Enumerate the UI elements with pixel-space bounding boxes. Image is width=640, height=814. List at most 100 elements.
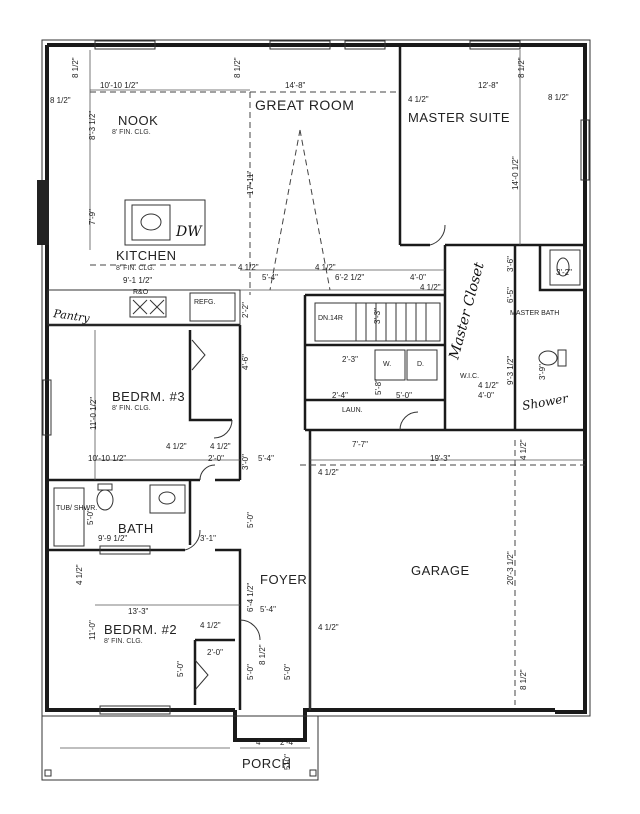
dimension-label: 8 1/2" (519, 669, 528, 690)
dimension-label: 19'-3" (430, 454, 451, 463)
dimension-label: 13'-3" (128, 607, 149, 616)
dimension-label: 4 1/2" (318, 468, 339, 477)
room-label-porch: PORCH (242, 756, 291, 771)
dimension-label: 4 1/2" (318, 623, 339, 632)
dimension-label: 5'-4" (258, 454, 274, 463)
dimension-label: 2'-0" (207, 648, 223, 657)
porch-outline (41, 716, 319, 781)
dimension-label: 12'-8" (478, 81, 499, 90)
dimension-label: 11'-0 1/2" (89, 397, 98, 430)
dishwasher-label: DW (175, 224, 203, 240)
doors (184, 224, 446, 691)
dimension-label: 3'-3" (373, 308, 382, 324)
dimension-label: 5'-0" (396, 391, 412, 400)
dimension-label: 5'-0" (283, 664, 292, 680)
dimension-label: 4 1/2" (519, 439, 528, 460)
dimension-label: 6'-5" (506, 287, 515, 303)
dimension-label: 10'-10 1/2" (88, 454, 126, 463)
room-label-master-suite: MASTER SUITE (408, 110, 510, 125)
bedroom-3-ceiling-note: 8' FIN. CLG. (112, 405, 151, 412)
stair-treads (314, 302, 441, 342)
tub-shower-label: TUB/ SHWR. (56, 505, 97, 512)
dimension-label: 6'-2 1/2" (335, 273, 364, 282)
pantry-handwritten-note: Pantry (52, 307, 92, 325)
room-label-laundry: LAUN. (342, 407, 363, 414)
dimension-label: 8 1/2" (548, 93, 569, 102)
dimension-label: 4' (256, 738, 262, 747)
dimension-label: 5'-4" (262, 273, 278, 282)
dimension-label: 2'-4" (332, 391, 348, 400)
laundry-fixtures (374, 349, 438, 381)
dimension-label: 2'-2" (241, 302, 250, 318)
dimension-label: 3'-6" (506, 256, 515, 272)
dimension-label: 5'-0" (86, 509, 95, 525)
dimension-label: 8 1/2" (517, 57, 526, 78)
dimension-label: 4 1/2" (315, 263, 336, 272)
dimension-label: 5'-0" (176, 661, 185, 677)
dimension-label: 4 1/2" (408, 95, 429, 104)
dimension-label: 8 1/2" (233, 57, 242, 78)
room-label-wic: W.I.C. (460, 373, 479, 380)
room-label-master-bath: MASTER BATH (510, 310, 559, 317)
dimension-label: 5'-4" (260, 605, 276, 614)
room-label-great-room: GREAT ROOM (255, 97, 354, 113)
dimension-label: 7'-9" (88, 209, 97, 225)
washer-label: W. (383, 361, 391, 368)
dimension-label: 6'-4 1/2" (246, 583, 255, 612)
dimension-label: 4'-0" (478, 391, 494, 400)
room-label-bedroom-2: BEDRM. #2 (104, 622, 177, 637)
master-closet-handwritten-note: Master Closet (446, 260, 488, 362)
dimension-label: 9'-9 1/2" (98, 534, 127, 543)
dimension-label: 7'-7" (352, 440, 368, 449)
dimension-label: 4 1/2" (200, 621, 221, 630)
dimension-label: 4 1/2" (166, 442, 187, 451)
room-label-bedroom-3: BEDRM. #3 (112, 389, 185, 404)
room-label-bath: BATH (118, 521, 154, 536)
dimension-label: 3'-9" (538, 364, 547, 380)
dimension-label: 5'-0" (246, 512, 255, 528)
dimension-label: 5'-0" (283, 754, 292, 770)
dimension-lines (89, 50, 585, 710)
dryer-label: D. (417, 361, 424, 368)
nook-ceiling-note: 8' FIN. CLG. (112, 129, 151, 136)
dimension-label: 5'-8" (374, 379, 383, 395)
stairs-label: DN.14R (318, 315, 343, 322)
dimension-label: 14'-8" (285, 81, 306, 90)
room-label-garage: GARAGE (411, 563, 470, 578)
windows (37, 40, 590, 715)
kitchen-ceiling-note: 8' FIN. CLG. (116, 265, 155, 272)
dimension-label: 8 1/2" (50, 96, 71, 105)
dimension-label: 4 1/2" (420, 283, 441, 292)
dimension-label: 8 1/2" (258, 644, 267, 665)
dimension-label: 9'-1 1/2" (123, 276, 152, 285)
bath-fixtures (53, 249, 581, 547)
dimension-label: 5'-0" (246, 664, 255, 680)
dimension-label: 8'-3 1/2" (88, 111, 97, 140)
dimension-label: 2'-3" (342, 355, 358, 364)
ceiling-lines (90, 91, 585, 705)
dimension-label: 20'-3 1/2" (506, 551, 515, 585)
dimension-label: 2'-4" (280, 738, 296, 747)
dimension-label: 3'-0" (241, 454, 250, 470)
dimension-label: 8 1/2" (71, 57, 80, 78)
dimension-label: 4'-0" (410, 273, 426, 282)
room-label-kitchen: KITCHEN (116, 248, 177, 263)
dimension-label: 11'-0" (88, 620, 97, 640)
room-label-foyer: FOYER (260, 572, 307, 587)
dimension-label: 9'-3 1/2" (506, 356, 515, 385)
dimension-label: 4 1/2" (238, 263, 259, 272)
dimension-label: 10'-10 1/2" (100, 81, 138, 90)
room-label-nook: NOOK (118, 113, 158, 128)
dimension-label: 17'-11" (246, 171, 255, 195)
refrigerator-label: REFG. (194, 299, 215, 306)
range-oven-label: R&O (133, 289, 149, 296)
dimension-label: 4 1/2" (75, 564, 84, 585)
dimension-label: 4 1/2" (478, 381, 499, 390)
kitchen-fixtures (47, 199, 241, 326)
dimension-label: 3'-1" (200, 534, 216, 543)
dimension-label: 14'-0 1/2" (511, 156, 520, 190)
dimension-label: 2'-0" (208, 454, 224, 463)
dimension-label: 3'-2" (556, 268, 572, 277)
shower-handwritten-note: Shower (521, 391, 570, 413)
